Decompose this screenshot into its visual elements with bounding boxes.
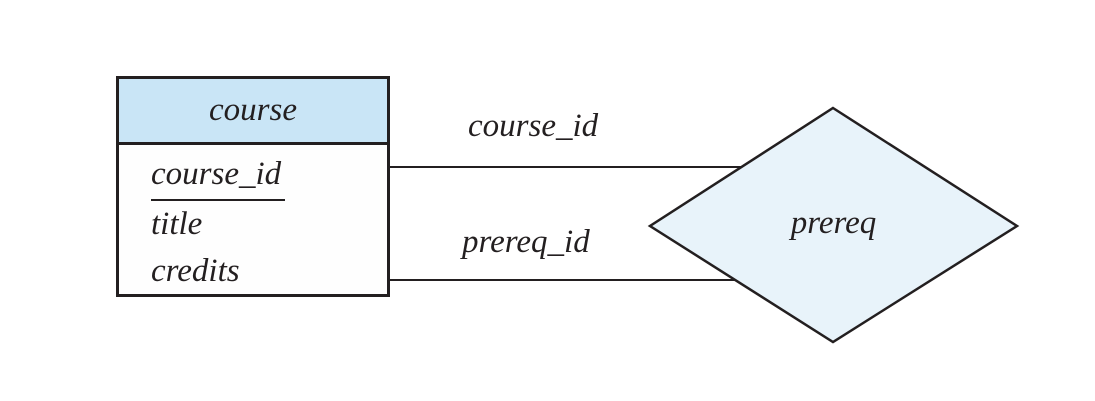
- relationship-name: prereq: [790, 205, 877, 241]
- entity-attribute-list: course_id title credits: [119, 145, 387, 295]
- link-label-prereq-id: prereq_id: [462, 224, 590, 260]
- attribute-credits: credits: [151, 248, 387, 295]
- attribute-title-label: title: [151, 206, 203, 242]
- attribute-course-id-label: course_id: [151, 151, 286, 201]
- link-label-course-id: course_id: [468, 108, 599, 144]
- relationship-diamond: [647, 106, 1020, 344]
- entity-name: course: [209, 92, 297, 128]
- entity-course: course course_id title credits: [116, 76, 390, 297]
- entity-header: course: [119, 79, 387, 145]
- attribute-credits-label: credits: [151, 253, 240, 289]
- attribute-title: title: [151, 201, 387, 248]
- attribute-course-id: course_id: [151, 151, 387, 201]
